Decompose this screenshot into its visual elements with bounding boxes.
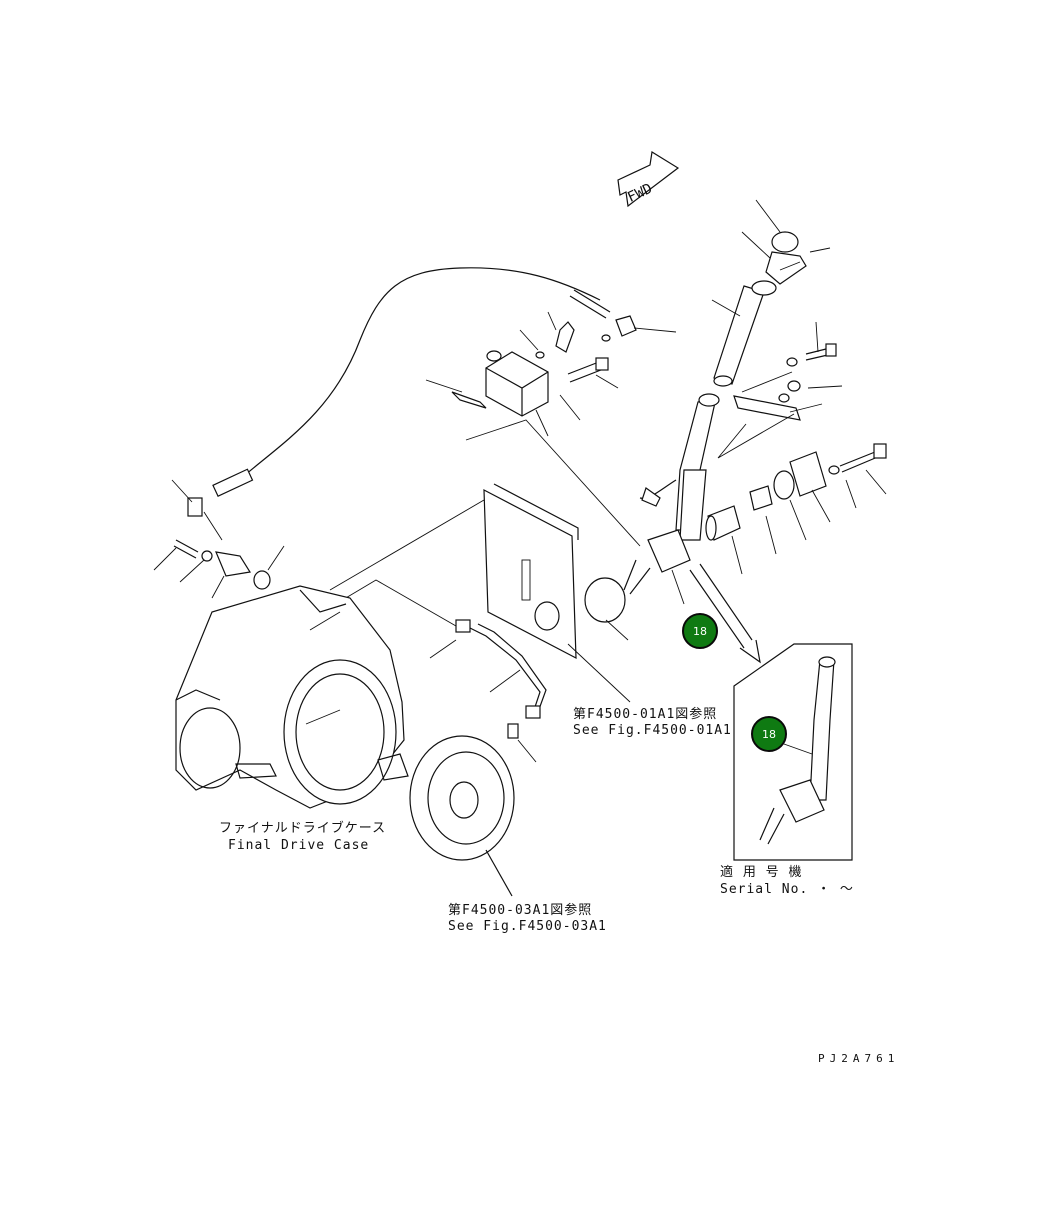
drawing-code: PJ2A761 bbox=[818, 1052, 900, 1065]
ref-f4500-01a1-jp[interactable]: 第F4500-01A1図参照 bbox=[573, 707, 718, 722]
callout-number: 18 bbox=[762, 727, 776, 741]
final-drive-case bbox=[175, 585, 409, 809]
final-drive-case-label-jp: ファイナルドライブケース bbox=[219, 821, 387, 836]
callout-number: 18 bbox=[693, 624, 707, 638]
serial-label-en: Serial No. ・ 〜 bbox=[720, 882, 854, 897]
flange-disc bbox=[409, 735, 515, 861]
strainer-assembly bbox=[705, 443, 887, 541]
ref-f4500-01a1-en[interactable]: See Fig.F4500-01A1 bbox=[573, 723, 732, 738]
fwd-arrow-icon: FWD bbox=[617, 151, 680, 208]
ref-f4500-03a1-jp[interactable]: 第F4500-03A1図参照 bbox=[448, 903, 593, 918]
elbow-fitting bbox=[535, 315, 637, 359]
cover-plate bbox=[483, 483, 629, 660]
fwd-label: FWD bbox=[625, 181, 655, 206]
detail-inset bbox=[733, 643, 853, 861]
left-fittings bbox=[173, 497, 271, 590]
flexible-hose bbox=[227, 267, 601, 491]
ref-f4500-03a1-en[interactable]: See Fig.F4500-03A1 bbox=[448, 919, 607, 934]
filler-pipe bbox=[639, 231, 807, 541]
part-callout-18-detail[interactable]: 18 bbox=[751, 716, 787, 752]
valve-block bbox=[451, 350, 549, 417]
part-callout-18[interactable]: 18 bbox=[682, 613, 718, 649]
serial-label-jp: 適 用 号 機 bbox=[720, 865, 803, 880]
final-drive-case-label-en: Final Drive Case bbox=[228, 838, 370, 853]
